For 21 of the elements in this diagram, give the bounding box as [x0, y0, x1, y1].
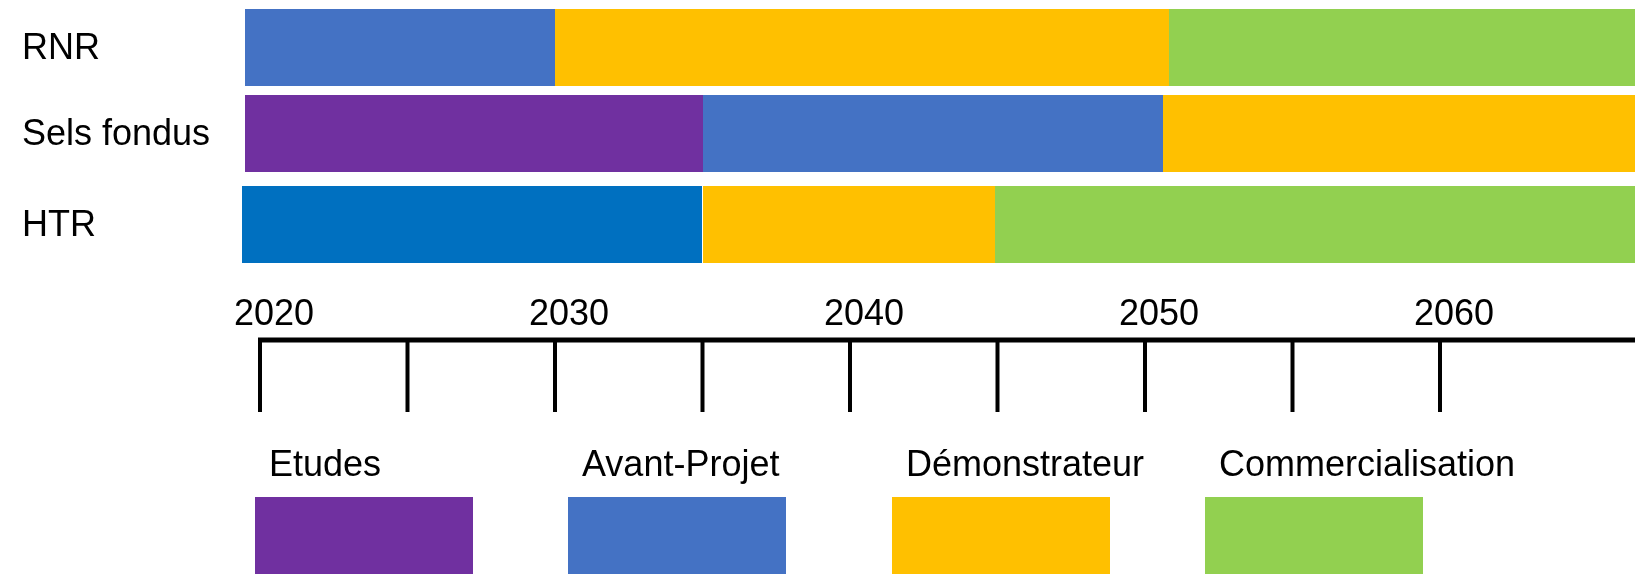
timeline-bar: [994, 186, 1635, 263]
timeline-bar: [555, 9, 1169, 86]
year-label: 2060: [1414, 295, 1495, 331]
row-label: HTR: [22, 206, 96, 242]
legend-label: Etudes: [269, 446, 382, 482]
timeline-bar: [702, 95, 1163, 172]
legend-label: Commercialisation: [1219, 446, 1516, 482]
timeline-bar: [245, 95, 703, 172]
row-label: Sels fondus: [22, 115, 211, 151]
row-label: RNR: [22, 29, 100, 65]
timeline-bar: [245, 9, 555, 86]
year-label: 2040: [824, 295, 905, 331]
year-label: 2030: [529, 295, 610, 331]
year-label: 2020: [234, 295, 315, 331]
legend-label: Démonstrateur: [906, 446, 1145, 482]
timeline-bar: [1162, 95, 1635, 172]
legend-label: Avant-Projet: [582, 446, 780, 482]
year-label: 2050: [1119, 295, 1200, 331]
timeline-bar: [702, 186, 995, 263]
timeline-bar: [1168, 9, 1635, 86]
timeline-bar: [242, 186, 703, 263]
